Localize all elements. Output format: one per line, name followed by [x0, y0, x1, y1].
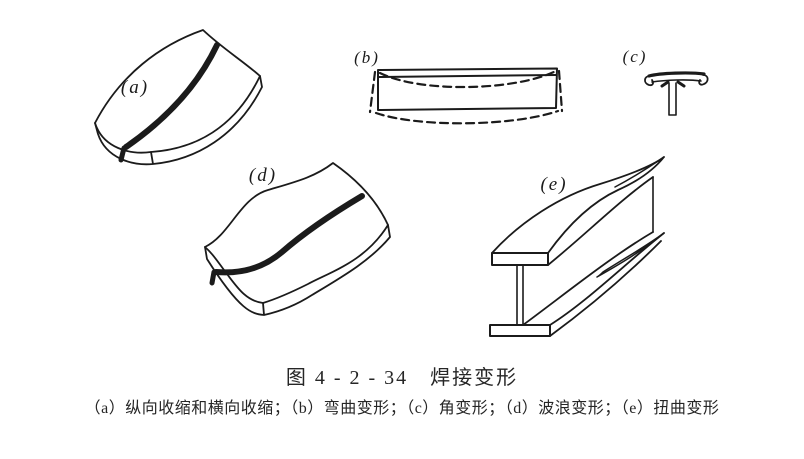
- top-flange-front-face: [492, 253, 548, 265]
- panel-d-label: (d): [248, 165, 278, 186]
- panel-b-bending-beam: [370, 69, 562, 124]
- tee-flange-top: [649, 73, 704, 76]
- weld-seam: [216, 196, 362, 272]
- panel-e-twisted-ibeam: [490, 157, 664, 336]
- panel-a-shrinkage-plate: [95, 30, 262, 164]
- tee-flange-left-curl: [645, 76, 653, 85]
- weld-seam: [126, 45, 217, 147]
- tee-stem: [669, 83, 676, 115]
- tee-fillet-welds: [662, 82, 684, 86]
- panel-e-label: (e): [540, 174, 568, 195]
- bottom-flange-front-lower-edge: [550, 241, 661, 336]
- top-flange-blade-edge: [615, 157, 664, 187]
- deformed-contour-dashed: [370, 71, 562, 123]
- figure-caption-legend: （a）纵向收缩和横向收缩；（b）弯曲变形；（c）角变形；（d）波浪变形；（e）扭…: [84, 400, 720, 417]
- tee-flange-right-curl: [699, 75, 707, 85]
- bottom-flange-strip-upper: [523, 232, 653, 325]
- wave-plate-top-surface: [205, 163, 388, 303]
- panel-c-angular-tee: [645, 73, 708, 115]
- web-near-edges: [517, 265, 523, 325]
- panel-c-label: (c): [622, 47, 648, 66]
- plate-top-surface: [95, 30, 260, 153]
- panel-b-label: (b): [354, 48, 380, 67]
- bottom-flange-front-face: [490, 325, 550, 336]
- weld-seam-end: [212, 272, 214, 283]
- bottom-flange-blade-edges: [597, 233, 664, 277]
- panel-a-label: (a): [120, 77, 150, 98]
- web-top-edge: [548, 177, 653, 265]
- wave-plate-thickness-edges: [205, 225, 390, 315]
- panel-d-wave-plate: [205, 163, 390, 315]
- beam-weld-line: [379, 75, 556, 77]
- beam-outline: [378, 69, 557, 111]
- tee-flange-bottom: [652, 80, 701, 82]
- figure-caption-title: 图 4 - 2 - 34 焊接变形: [285, 367, 519, 389]
- weld-seam-end: [121, 148, 124, 160]
